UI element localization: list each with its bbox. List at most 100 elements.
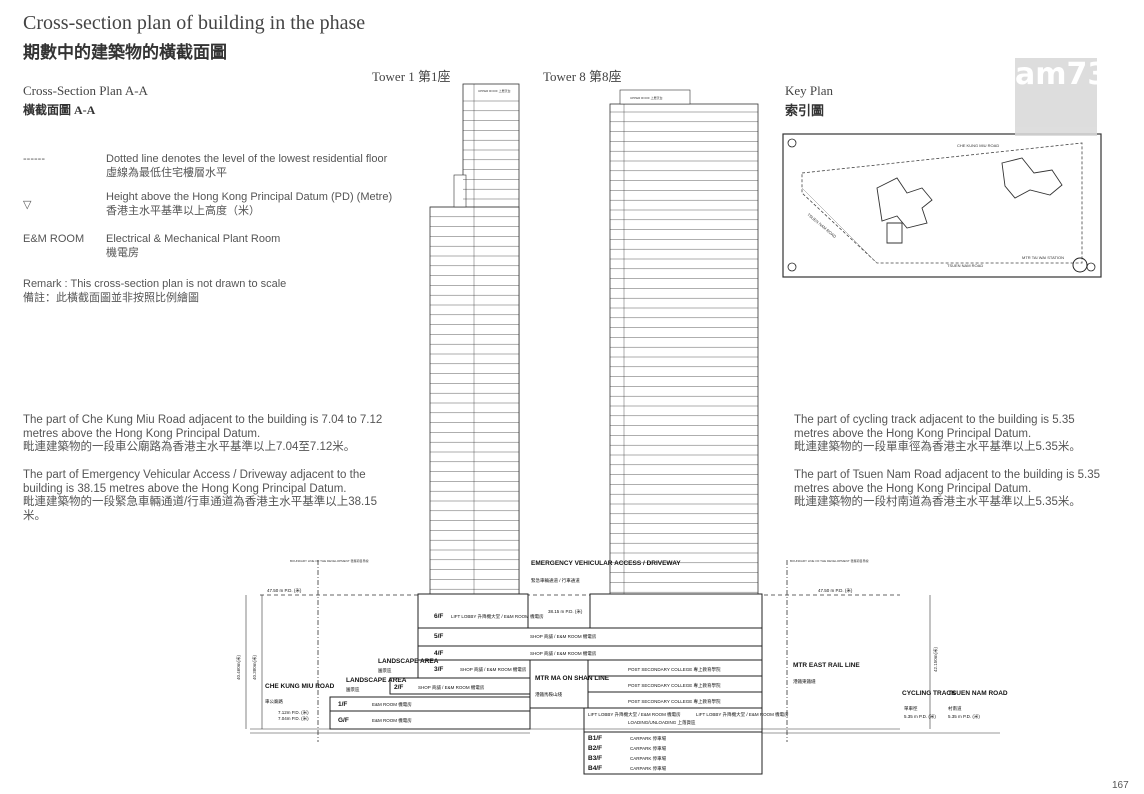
landscape-area-lower: LANDSCAPE AREA — [346, 677, 407, 684]
podium-floor-use: E&M ROOM 機電房 — [372, 701, 412, 708]
legend-dotted-zh: 虛線為最低住宅樓層水平 — [106, 167, 227, 179]
note-che-kung-miu: The part of Che Kung Miu Road adjacent t… — [23, 414, 388, 455]
note-text: The part of Tsuen Nam Road adjacent to t… — [794, 469, 1101, 495]
tower-8: UPPER ROOF 上層天台 — [609, 89, 759, 595]
key-station: MTR TAI WAI STATION — [1022, 255, 1064, 260]
note-cycling: The part of cycling track adjacent to th… — [794, 414, 1104, 455]
north-arrow-icon — [1072, 257, 1088, 273]
rail-label-zh: 港鐵東鐵綫 — [793, 678, 816, 685]
key-plan-map: CHE KUNG MIU ROAD TSUEN NAM ROAD MTR TAI… — [782, 133, 1102, 278]
podium-floor-level: 6/F — [434, 613, 443, 620]
cycling-label-zh: 單車徑 — [904, 705, 918, 712]
note-text-zh: 毗連建築物的一段村南道為香港主水平基準以上5.35米。 — [794, 496, 1081, 508]
road-left-pd-2: 7.04m P.D. (米) — [278, 715, 309, 722]
key-road-top: CHE KUNG MIU ROAD — [957, 143, 999, 148]
watermark-logo: am730 — [1015, 58, 1129, 136]
road-left-label: CHE KUNG MIU ROAD — [265, 683, 335, 690]
basement-level: B2/F — [588, 745, 602, 752]
podium-floor-use: SHOP 商舖 / E&M ROOM 機電房 — [418, 684, 485, 691]
landscape-area-upper-zh: 園景區 — [378, 668, 392, 674]
note-text-zh: 毗連建築物的一段車公廟路為香港主水平基準以上7.04至7.12米。 — [23, 441, 356, 453]
tsuen-nam-label-zh: 村南道 — [948, 705, 962, 712]
crosshair-icon — [787, 138, 797, 148]
note-text: The part of cycling track adjacent to th… — [794, 414, 1075, 440]
em-room-symbol: E&M ROOM — [23, 233, 85, 245]
basement-use: CARPARK 停車場 — [630, 755, 667, 762]
crosshair-icon — [787, 262, 797, 272]
ma-on-shan-label-zh: 港鐵馬鞍山綫 — [535, 691, 562, 698]
podium-floor-level: 2/F — [394, 684, 403, 691]
note-eva: The part of Emergency Vehicular Access /… — [23, 469, 388, 523]
legend-height-en: Height above the Hong Kong Principal Dat… — [106, 191, 393, 203]
podium-floor-level: 4/F — [434, 650, 443, 657]
podium-floor-level: G/F — [338, 717, 349, 724]
dim-left-2: 40.380m(米) — [251, 654, 258, 680]
landscape-area-lower-zh: 園景區 — [346, 687, 360, 693]
ma-on-shan-label: MTR MA ON SHAN LINE — [535, 675, 610, 682]
podium-floor-level: 5/F — [434, 633, 443, 640]
tower-1-roof-label: UPPER ROOF 上層天台 — [478, 88, 511, 93]
remark: Remark : This cross-section plan is not … — [23, 277, 423, 305]
note-text-zh: 毗連建築物的一段單車徑為香港主水平基準以上5.35米。 — [794, 441, 1081, 453]
eva-label-zh: 緊急車輛通道 / 行車通道 — [531, 577, 580, 584]
legend-height-zh: 香港主水平基準以上高度（米） — [106, 205, 260, 217]
basement-use: CARPARK 停車場 — [630, 735, 667, 742]
page-title-zh: 期數中的建築物的橫截面圖 — [23, 43, 227, 62]
legend-em-en: Electrical & Mechanical Plant Room — [106, 233, 281, 245]
podium-floor-use: SHOP 商舖 / E&M ROOM 機電房 — [530, 633, 597, 640]
section-title: Cross-Section Plan A-A — [23, 83, 148, 98]
eva-label: EMERGENCY VEHICULAR ACCESS / DRIVEWAY — [531, 560, 681, 567]
landscape-pd: 38.15 m P.D. (米) — [548, 608, 583, 615]
remark-zh: 備註：此橫截面圖並非按照比例繪圖 — [23, 292, 199, 304]
basement-use: CARPARK 停車場 — [630, 745, 667, 752]
page-number: 167 — [1112, 780, 1129, 791]
pd-left-label: 47.50 m P.D. (米) — [267, 587, 302, 594]
remark-en: Remark : This cross-section plan is not … — [23, 278, 287, 290]
tower-1-label: Tower 1 第1座 — [372, 69, 451, 84]
cycling-pd: 5.35 m P.D. (米) — [904, 713, 936, 720]
post-secondary-college: POST SECONDARY COLLEGE 專上教育學院 — [628, 698, 721, 705]
note-text: The part of Emergency Vehicular Access /… — [23, 469, 366, 495]
tower-8-label: Tower 8 第8座 — [543, 69, 622, 84]
tsuen-nam-label: TSUEN NAM ROAD — [948, 690, 1008, 697]
tower-8-roof-label: UPPER ROOF 上層天台 — [630, 95, 663, 100]
road-left-pd-1: 7.12m P.D. (米) — [278, 709, 309, 716]
rail-label: MTR EAST RAIL LINE — [793, 662, 860, 669]
tsuen-nam-pd: 5.35 m P.D. (米) — [948, 713, 980, 720]
podium-floor-use: LIFT LOBBY 升降機大堂 / E&M ROOM 機電房 — [451, 613, 544, 620]
note-text: The part of Che Kung Miu Road adjacent t… — [23, 414, 383, 440]
tower-1: UPPER ROOF 上層天台 — [429, 83, 520, 595]
post-secondary-college: POST SECONDARY COLLEGE 專上教育學院 — [628, 682, 721, 689]
legend-em-zh: 機電房 — [106, 247, 139, 259]
boundary-label-right: BOUNDARY LINE OF THE DEVELOPMENT 發展項目界線 — [790, 558, 868, 563]
basement-level: B3/F — [588, 755, 602, 762]
key-plan-title-zh: 索引圖 — [785, 103, 825, 118]
key-road-bottom: TSUEN NAM ROAD — [947, 263, 983, 268]
podium-floor-use: SHOP 商舖 / E&M ROOM 機電房 — [460, 666, 527, 673]
key-plan-title: Key Plan — [785, 83, 834, 98]
road-left-label-zh: 車公廟路 — [265, 698, 283, 705]
loading-unloading: LOADING/UNLOADING 上落貨區 — [628, 719, 696, 726]
note-text-zh: 毗連建築物的一段緊急車輛通道/行車通道為香港主水平基準以上38.15米。 — [23, 496, 377, 522]
section-title-zh: 橫截面圖 A-A — [23, 103, 96, 117]
boundary-label-left: BOUNDARY LINE OF THE DEVELOPMENT 發展項目界線 — [290, 558, 368, 563]
podium — [329, 593, 763, 775]
triangle-icon: ▽ — [23, 199, 32, 211]
lift-lobby-ground: LIFT LOBBY 升降機大堂 / E&M ROOM 機電房 — [588, 711, 681, 718]
pd-right-label: 47.50 m P.D. (米) — [818, 587, 853, 594]
legend-dotted-en: Dotted line denotes the level of the low… — [106, 153, 388, 165]
basement-level: B1/F — [588, 735, 602, 742]
landscape-area-upper: LANDSCAPE AREA — [378, 658, 439, 665]
podium-floor-use: E&M ROOM 機電房 — [372, 717, 412, 724]
page-title: Cross-section plan of building in the ph… — [23, 12, 366, 34]
podium-floor-level: 1/F — [338, 701, 347, 708]
basement-level: B4/F — [588, 765, 602, 772]
dim-left-1: 40.460m(米) — [235, 654, 242, 680]
post-secondary-college: POST SECONDARY COLLEGE 專上教育學院 — [628, 666, 721, 673]
dotted-line-symbol: ------ — [23, 153, 45, 165]
podium-floor-use: SHOP 商舖 / E&M ROOM 機電房 — [530, 650, 597, 657]
basement-use: CARPARK 停車場 — [630, 765, 667, 772]
dim-right: 42.150m(米) — [932, 646, 939, 672]
lift-lobby-ground: LIFT LOBBY 升降機大堂 / E&M ROOM 機電房 — [696, 711, 789, 718]
